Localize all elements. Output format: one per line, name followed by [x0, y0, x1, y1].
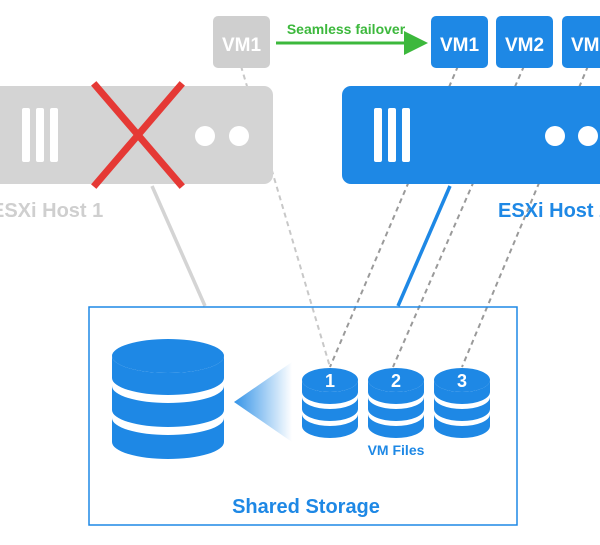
failed-vm-label: VM1 — [222, 35, 262, 56]
host2-storage-link — [396, 185, 452, 307]
host-2-led-icon — [545, 126, 565, 146]
host1-storage-link — [150, 185, 207, 307]
failover-arrow: Seamless failover — [276, 21, 428, 55]
disk-2-label: 2 — [391, 371, 401, 391]
failed-vm-box: VM1 — [213, 16, 270, 68]
active-vm-1-label: VM1 — [440, 35, 480, 56]
host-2-label: ESXi Host 2 — [498, 200, 600, 222]
failover-label: Seamless failover — [287, 21, 406, 37]
disk-3-label: 3 — [457, 371, 467, 391]
shared-storage: 1 2 3 VM Files Shared Storage — [88, 306, 518, 526]
storage-title: Shared Storage — [232, 496, 380, 518]
host-2-vent-icon — [374, 108, 410, 162]
replication-beam — [234, 362, 292, 442]
vm-files-label: VM Files — [368, 442, 425, 458]
host-2-led-icon — [578, 126, 598, 146]
disk-icon — [368, 368, 424, 438]
host-2: ESXi Host 2 — [342, 86, 600, 222]
active-vm-1: VM1 — [431, 16, 488, 68]
active-vm-2: VM2 — [496, 16, 553, 68]
active-vm-3-label: VM3 — [571, 35, 600, 56]
active-vm-2-label: VM2 — [505, 35, 544, 56]
active-vm-3: VM3 — [562, 16, 600, 68]
storage-frame — [88, 306, 518, 526]
host-1: ESXi Host 1 — [0, 81, 273, 222]
host-1-vent-icon — [22, 108, 58, 162]
failure-cross-icon — [91, 81, 185, 189]
database-icon — [112, 339, 224, 459]
host-1-led-icon — [195, 126, 215, 146]
disk-1-label: 1 — [325, 371, 335, 391]
host-1-led-icon — [229, 126, 249, 146]
failed-vm1-file-link — [240, 65, 331, 368]
disk-icon — [434, 368, 490, 438]
disk-icon — [302, 368, 358, 438]
host-1-label: ESXi Host 1 — [0, 200, 103, 222]
